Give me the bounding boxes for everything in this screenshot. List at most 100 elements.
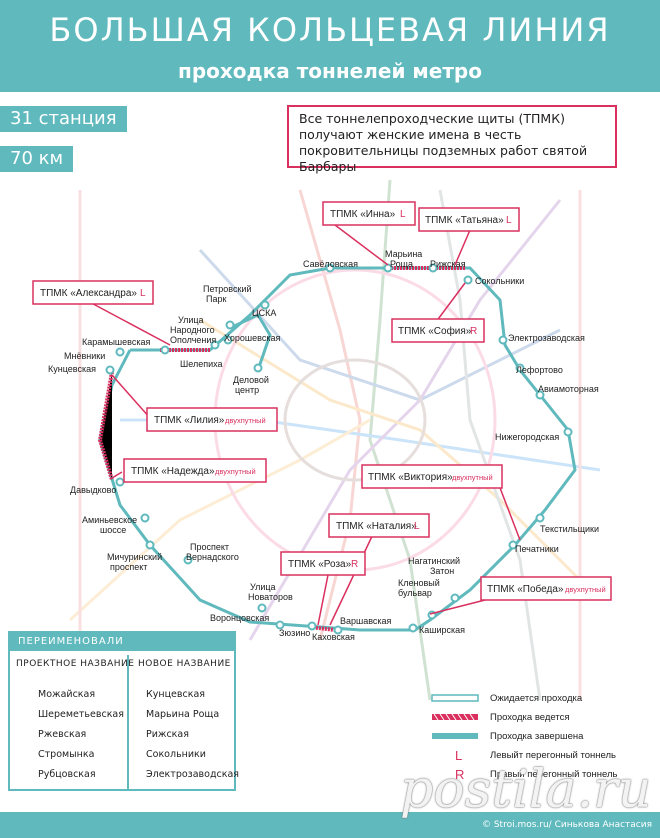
svg-text:двухпутный: двухпутный: [225, 416, 266, 425]
header: БОЛЬШАЯ КОЛЬЦЕВАЯ ЛИНИЯ проходка тоннеле…: [0, 0, 660, 92]
solid-line-icon: [432, 733, 478, 739]
station-dots: [105, 263, 573, 635]
svg-text:ТПМК «Татьяна»: ТПМК «Татьяна»: [425, 215, 504, 226]
station-label: Аминьевское: [82, 515, 137, 525]
svg-text:ТПМК «Надежда»: ТПМК «Надежда»: [131, 466, 215, 477]
renamed-old: Рубцовская: [38, 769, 96, 780]
station-label: центр: [235, 385, 259, 395]
svg-text:ТПМК «Победа»: ТПМК «Победа»: [487, 583, 564, 595]
station-label: Нагатинский: [408, 556, 460, 566]
svg-text:Проходка завершена: Проходка завершена: [490, 731, 584, 742]
station-label: проспект: [110, 562, 147, 572]
page-subtitle: проходка тоннелей метро: [178, 59, 482, 83]
column-divider: [127, 655, 129, 789]
shield-callout-viktoriya: ТПМК «Виктория» двухпутный: [361, 464, 503, 489]
station-label: Кунцевская: [48, 364, 96, 374]
station-label: Нижегородская: [495, 432, 559, 442]
page-title: БОЛЬШАЯ КОЛЬЦЕВАЯ ЛИНИЯ: [49, 11, 611, 49]
open-line-icon: [431, 694, 479, 702]
svg-text:R: R: [470, 326, 477, 337]
station-label: ЦСКА: [252, 308, 276, 318]
svg-text:ТПМК «Роза»: ТПМК «Роза»: [288, 559, 352, 570]
station-label: бульвар: [398, 588, 432, 598]
renamed-title: ПЕРЕИМЕНОВАЛИ: [10, 633, 234, 651]
renamed-new: Электрозаводская: [146, 769, 240, 780]
station-label: Роща: [390, 259, 413, 269]
station-label: Деловой: [233, 375, 269, 385]
station-label: Варшавская: [340, 616, 392, 626]
svg-text:L: L: [140, 288, 146, 299]
renamed-old: Шереметьевская: [38, 709, 124, 720]
big-circle-line: [98, 266, 577, 632]
svg-text:двухпутный: двухпутный: [215, 467, 256, 476]
station-label: Мичуринский: [107, 552, 162, 562]
station-label: Печатники: [515, 544, 559, 554]
map-legend: Ожидается проходка Проходка ведется Прох…: [431, 693, 618, 782]
station-label: Проспект: [190, 542, 229, 552]
col-header-new: НОВОЕ НАЗВАНИЕ: [138, 659, 231, 669]
svg-text:R: R: [351, 559, 358, 570]
station-label: Зюзино: [279, 628, 310, 638]
station-label: Марьина: [385, 249, 422, 259]
delovoy-branch: [229, 313, 272, 371]
svg-text:Левыйт перегонный тоннель: Левыйт перегонный тоннель: [490, 750, 616, 761]
svg-text:ТПМК «Виктория»: ТПМК «Виктория»: [368, 472, 453, 483]
station-label: Парк: [206, 294, 226, 304]
shield-callout-liliya: ТПМК «Лилия» двухпутный: [146, 407, 278, 432]
shield-callout-inna: ТПМК «Инна» L: [322, 201, 416, 226]
svg-text:Ожидается проходка: Ожидается проходка: [490, 693, 583, 704]
renamed-new: Марьина Роща: [146, 709, 220, 720]
station-label: Петровский: [203, 284, 251, 294]
hatched-line-icon: [432, 714, 478, 720]
length-badge: 70 км: [0, 146, 74, 172]
station-label: Давыдково: [70, 485, 116, 495]
station-label: Улица: [250, 582, 276, 592]
svg-text:Проходка ведется: Проходка ведется: [490, 712, 570, 723]
station-label: Электрозаводская: [508, 333, 585, 343]
renamed-old: Можайская: [38, 689, 96, 700]
svg-text:L: L: [455, 748, 462, 763]
col-header-old: ПРОЕКТНОЕ НАЗВАНИЕ: [16, 659, 135, 669]
info-note: Все тоннелепроходческие щиты (ТПМК) полу…: [287, 105, 617, 174]
svg-text:L: L: [414, 521, 420, 532]
shield-callout-pobeda: ТПМК «Победа» двухпутный: [480, 576, 612, 601]
station-label: Воронцовская: [210, 613, 269, 623]
station-label: Карамышевская: [82, 337, 150, 347]
renamed-old: Ржевская: [38, 729, 87, 740]
station-label: Каширская: [419, 625, 465, 635]
station-label: Лефортово: [516, 365, 563, 375]
station-label: Рижская: [430, 259, 466, 269]
station-label: Затон: [430, 566, 454, 576]
shield-callout-nataliya: ТПМК «Наталия» L: [328, 513, 430, 538]
svg-text:ТПМК «София»: ТПМК «София»: [398, 325, 472, 337]
renamed-old: Стромынка: [38, 749, 95, 760]
svg-text:двухпутный: двухпутный: [452, 473, 493, 482]
shield-callout-nadezhda: ТПМК «Надежда» двухпутный: [123, 458, 267, 483]
shield-callout-roza: ТПМК «Роза» R: [280, 551, 366, 576]
station-label: Шелепиха: [180, 359, 223, 369]
svg-text:L: L: [506, 215, 512, 226]
renamed-new: Рижская: [146, 729, 189, 740]
svg-text:ТПМК «Наталия»: ТПМК «Наталия»: [336, 521, 417, 532]
station-label: Сокольники: [475, 276, 524, 286]
callout-leaders: [81, 224, 521, 626]
shield-callout-aleksandra: ТПМК «Александра» L: [32, 280, 154, 305]
shield-callout-tatyana: ТПМК «Татьяна» L: [418, 207, 520, 232]
svg-text:двухпутный: двухпутный: [565, 585, 606, 594]
station-label: Авиамоторная: [538, 384, 599, 394]
renamed-stations-box: ПЕРЕИМЕНОВАЛИ ПРОЕКТНОЕ НАЗВАНИЕ НОВОЕ Н…: [8, 631, 240, 791]
shield-callout-sofiya: ТПМК «София» R: [391, 318, 485, 343]
tunnelling-in-progress: [97, 266, 465, 632]
renamed-new: Сокольники: [146, 749, 206, 760]
svg-text:ТПМК «Инна»: ТПМК «Инна»: [330, 209, 396, 220]
station-label: Улица: [178, 315, 204, 325]
svg-text:ТПМК «Александра»: ТПМК «Александра»: [40, 288, 137, 299]
station-label: Кленовый: [398, 578, 440, 588]
station-label: Новаторов: [248, 592, 293, 602]
station-label: Савёловская: [303, 259, 358, 269]
svg-text:R: R: [455, 767, 464, 782]
station-label: шоссе: [100, 525, 126, 535]
stations-count-badge: 31 станция: [0, 106, 127, 132]
svg-text:L: L: [400, 209, 406, 220]
renamed-new: Кунцевская: [146, 689, 205, 700]
